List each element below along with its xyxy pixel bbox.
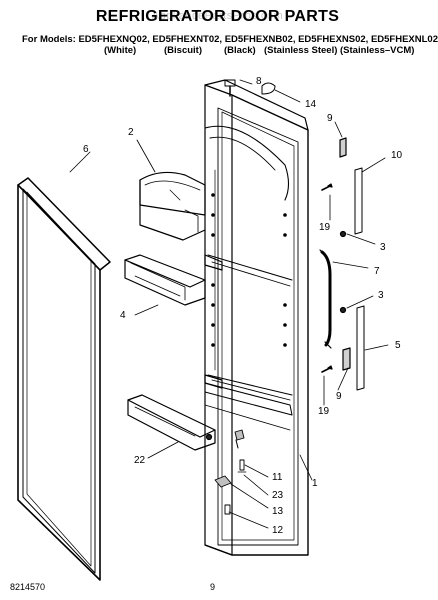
callout-8: 8	[256, 76, 262, 87]
callout-23: 23	[272, 490, 284, 501]
callout-3: 3	[380, 242, 386, 253]
page-title: REFRIGERATOR DOOR PARTS	[95, 8, 340, 25]
models-line: For Models: ED5FHEXNQ02, ED5FHEXNT02, ED…	[22, 34, 438, 45]
callout-9: 9	[336, 391, 342, 402]
callout-3: 3	[378, 290, 384, 301]
leader-lines	[69, 79, 389, 529]
callout-10: 10	[391, 150, 403, 161]
lower-bin	[127, 394, 216, 451]
door-gasket	[17, 177, 111, 581]
callout-6: 6	[83, 144, 89, 155]
door-liner	[204, 125, 293, 431]
callout-1: 1	[312, 478, 318, 489]
variant-label: (White)	[104, 45, 137, 56]
dairy-compartment	[139, 171, 206, 241]
watermark: AppliancePartsPros.com	[151, 10, 284, 22]
handle-screws	[321, 183, 347, 373]
handle-trim	[354, 167, 365, 391]
part-number: 8214570	[10, 582, 46, 592]
callout-9: 9	[327, 113, 333, 124]
callout-22: 22	[134, 455, 146, 466]
top-hinge-parts	[224, 79, 276, 97]
callout-numbers: 6 2 8 14 9 10 19 3 7 3 4 5 9 19 22 11 1 …	[83, 76, 403, 536]
variant-label: (Stainless Steel)	[264, 45, 338, 56]
variant-label: (Black)	[224, 45, 256, 56]
callout-19: 19	[319, 222, 331, 233]
callout-4: 4	[120, 310, 126, 321]
handle-caps	[339, 137, 351, 371]
variant-label: (Stainless–VCM)	[340, 45, 415, 56]
callout-13: 13	[272, 506, 284, 517]
callout-7: 7	[374, 266, 380, 277]
bottom-hinge-parts	[214, 429, 247, 515]
callout-19: 19	[318, 406, 330, 417]
door-handle	[319, 249, 332, 349]
callout-12: 12	[272, 525, 284, 536]
callout-11: 11	[272, 472, 283, 483]
door-bin	[124, 254, 206, 306]
callout-2: 2	[128, 127, 134, 138]
page-number: 9	[210, 582, 216, 592]
callout-5: 5	[395, 340, 401, 351]
variant-label: (Biscuit)	[164, 45, 202, 56]
callout-14: 14	[305, 99, 317, 110]
